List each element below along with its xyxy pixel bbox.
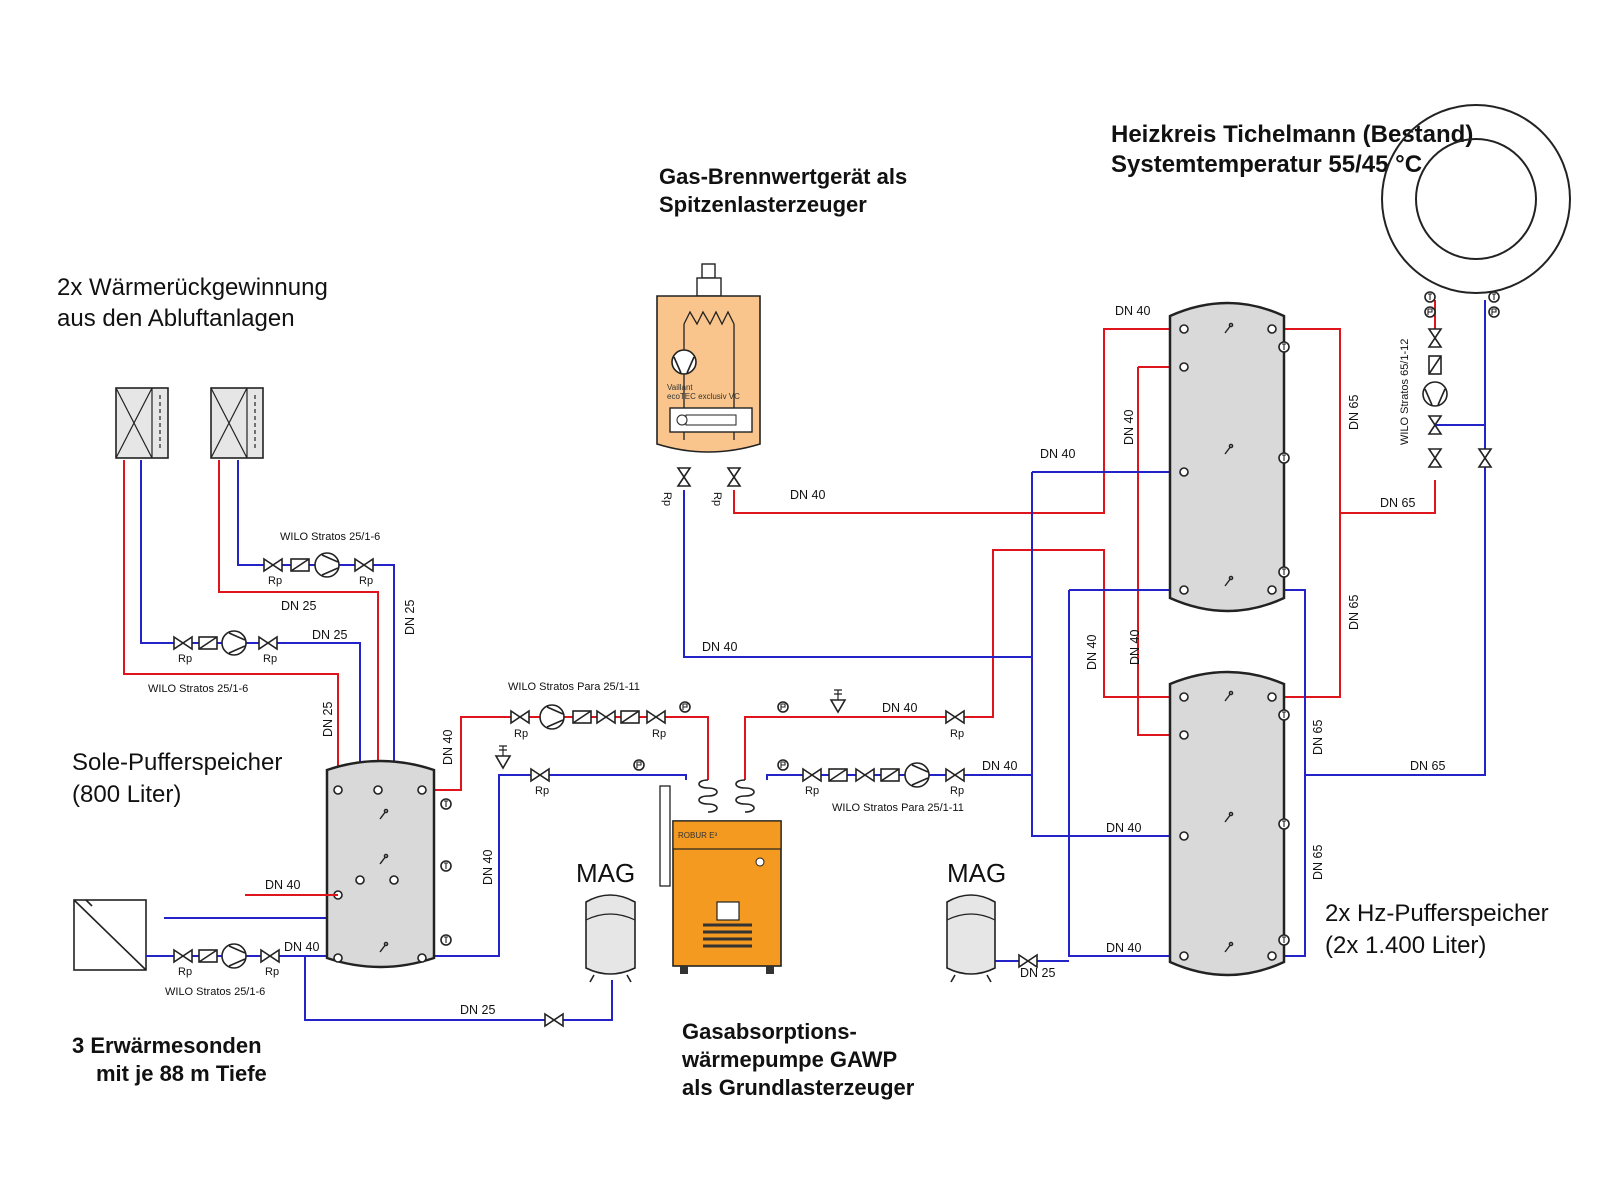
- rp-label: Rp: [950, 728, 964, 740]
- boiler-model: ecoTEC exclusiv VC: [667, 392, 740, 401]
- sole-buffer-tank: [325, 759, 452, 969]
- title-gasbrenn-line2: Spitzenlasterzeuger: [659, 192, 867, 217]
- hz-buffer-tank-lower: [1168, 670, 1290, 977]
- title-waermerueck-line1: 2x Wärmerückgewinnung: [57, 274, 328, 301]
- rp-label: Rp: [652, 728, 666, 740]
- dn-label: DN 25: [321, 702, 335, 737]
- rp-labels: Rp Rp Rp Rp Rp Rp Rp Rp Rp Rp Rp Rp Rp R…: [178, 492, 964, 978]
- pump-label-bottom: WILO Stratos 25/1-6: [165, 986, 265, 998]
- title-gasbrenn-line1: Gas-Brennwertgerät als: [659, 164, 907, 189]
- pump-group-top: [263, 552, 374, 578]
- title-gawp-line3: als Grundlasterzeuger: [682, 1075, 915, 1100]
- dn-label: DN 65: [1311, 845, 1325, 880]
- dn-label: DN 65: [1410, 759, 1445, 773]
- title-sole-line2: (800 Liter): [72, 781, 181, 808]
- title-heizkreis-line2: Systemtemperatur 55/45 °C: [1111, 151, 1422, 178]
- dn-label: DN 65: [1311, 720, 1325, 755]
- dn-label: DN 40: [481, 850, 495, 885]
- dn-label: DN 40: [1106, 941, 1141, 955]
- dn-label: DN 40: [1085, 635, 1099, 670]
- gas-condensing-boiler: Vaillant ecoTEC exclusiv VC: [656, 263, 761, 453]
- pump-label-mid: WILO Stratos 25/1-6: [148, 683, 248, 695]
- pump-group-para-right: [777, 759, 965, 788]
- title-hz-line2: (2x 1.400 Liter): [1325, 932, 1486, 959]
- earth-probe-symbol: [73, 899, 147, 971]
- pump-label-para-right: WILO Stratos Para 25/1-11: [832, 802, 964, 814]
- dn-label: DN 40: [441, 730, 455, 765]
- mag-right-vessel: [946, 894, 996, 983]
- dn-label: DN 25: [1020, 966, 1055, 980]
- rp-label: Rp: [514, 728, 528, 740]
- dn-label: DN 40: [1106, 821, 1141, 835]
- pump-label-para-left: WILO Stratos Para 25/1-11: [508, 681, 640, 693]
- pump-group-para-left: [510, 701, 691, 730]
- dn-label: DN 40: [1128, 630, 1142, 665]
- title-sole-line1: Sole-Pufferspeicher: [72, 749, 282, 776]
- rp-label: Rp: [178, 653, 192, 665]
- pump-label-heating: WILO Stratos 65/1-12: [1399, 339, 1411, 445]
- rp-label: Rp: [950, 785, 964, 797]
- rp-label: Rp: [805, 785, 819, 797]
- title-waermerueck-line2: aus den Abluftanlagen: [57, 305, 295, 332]
- gas-absorption-heat-pump: ROBUR E³: [659, 779, 782, 974]
- dn-label: DN 25: [281, 599, 316, 613]
- mag-left-vessel: [585, 894, 636, 983]
- dn-label: DN 40: [284, 940, 319, 954]
- heat-recovery-unit-1: [115, 387, 169, 459]
- robur-label: ROBUR E³: [678, 831, 717, 840]
- mag-right-label: MAG: [947, 858, 1006, 888]
- dn-label: DN 25: [460, 1003, 495, 1017]
- dn-label: DN 40: [1040, 447, 1075, 461]
- dn-label: DN 40: [1115, 304, 1150, 318]
- dn-label: DN 65: [1347, 595, 1361, 630]
- dn-label: DN 40: [882, 701, 917, 715]
- rp-label: Rp: [359, 575, 373, 587]
- rp-label: Rp: [711, 492, 723, 506]
- dn-labels: DN 25 DN 25 DN 25 DN 25 DN 25 DN 25 DN 4…: [265, 304, 1445, 1017]
- dn-label: DN 40: [702, 640, 737, 654]
- title-gawp-line2: wärmepumpe GAWP: [681, 1047, 897, 1072]
- boiler-brand: Vaillant: [667, 383, 693, 392]
- heat-recovery-unit-2: [210, 387, 264, 459]
- heating-circuit-ring: [1381, 104, 1571, 294]
- title-sonden-line1: 3 Erwärmesonden: [72, 1033, 262, 1058]
- rp-label: Rp: [265, 966, 279, 978]
- title-sonden-line2: mit je 88 m Tiefe: [96, 1061, 267, 1086]
- title-heizkreis-line1: Heizkreis Tichelmann (Bestand): [1111, 121, 1473, 148]
- dn-label: DN 65: [1380, 496, 1415, 510]
- dn-label: DN 40: [265, 878, 300, 892]
- rp-label: Rp: [661, 492, 673, 506]
- rp-label: Rp: [263, 653, 277, 665]
- hz-buffer-tank-upper: [1168, 301, 1290, 613]
- dn-label: DN 65: [1347, 395, 1361, 430]
- dn-label: DN 40: [790, 488, 825, 502]
- dn-label: DN 25: [312, 628, 347, 642]
- mag-left-label: MAG: [576, 858, 635, 888]
- dn-label: DN 25: [403, 600, 417, 635]
- rp-label: Rp: [535, 785, 549, 797]
- rp-label: Rp: [268, 575, 282, 587]
- dn-label: DN 40: [1122, 410, 1136, 445]
- pump-label-top: WILO Stratos 25/1-6: [280, 531, 380, 543]
- dn-label: DN 40: [982, 759, 1017, 773]
- title-hz-line1: 2x Hz-Pufferspeicher: [1325, 900, 1549, 927]
- pump-group-mid: [173, 630, 278, 656]
- pump-group-bottom: [173, 943, 280, 969]
- title-gawp-line1: Gasabsorptions-: [682, 1019, 857, 1044]
- rp-label: Rp: [178, 966, 192, 978]
